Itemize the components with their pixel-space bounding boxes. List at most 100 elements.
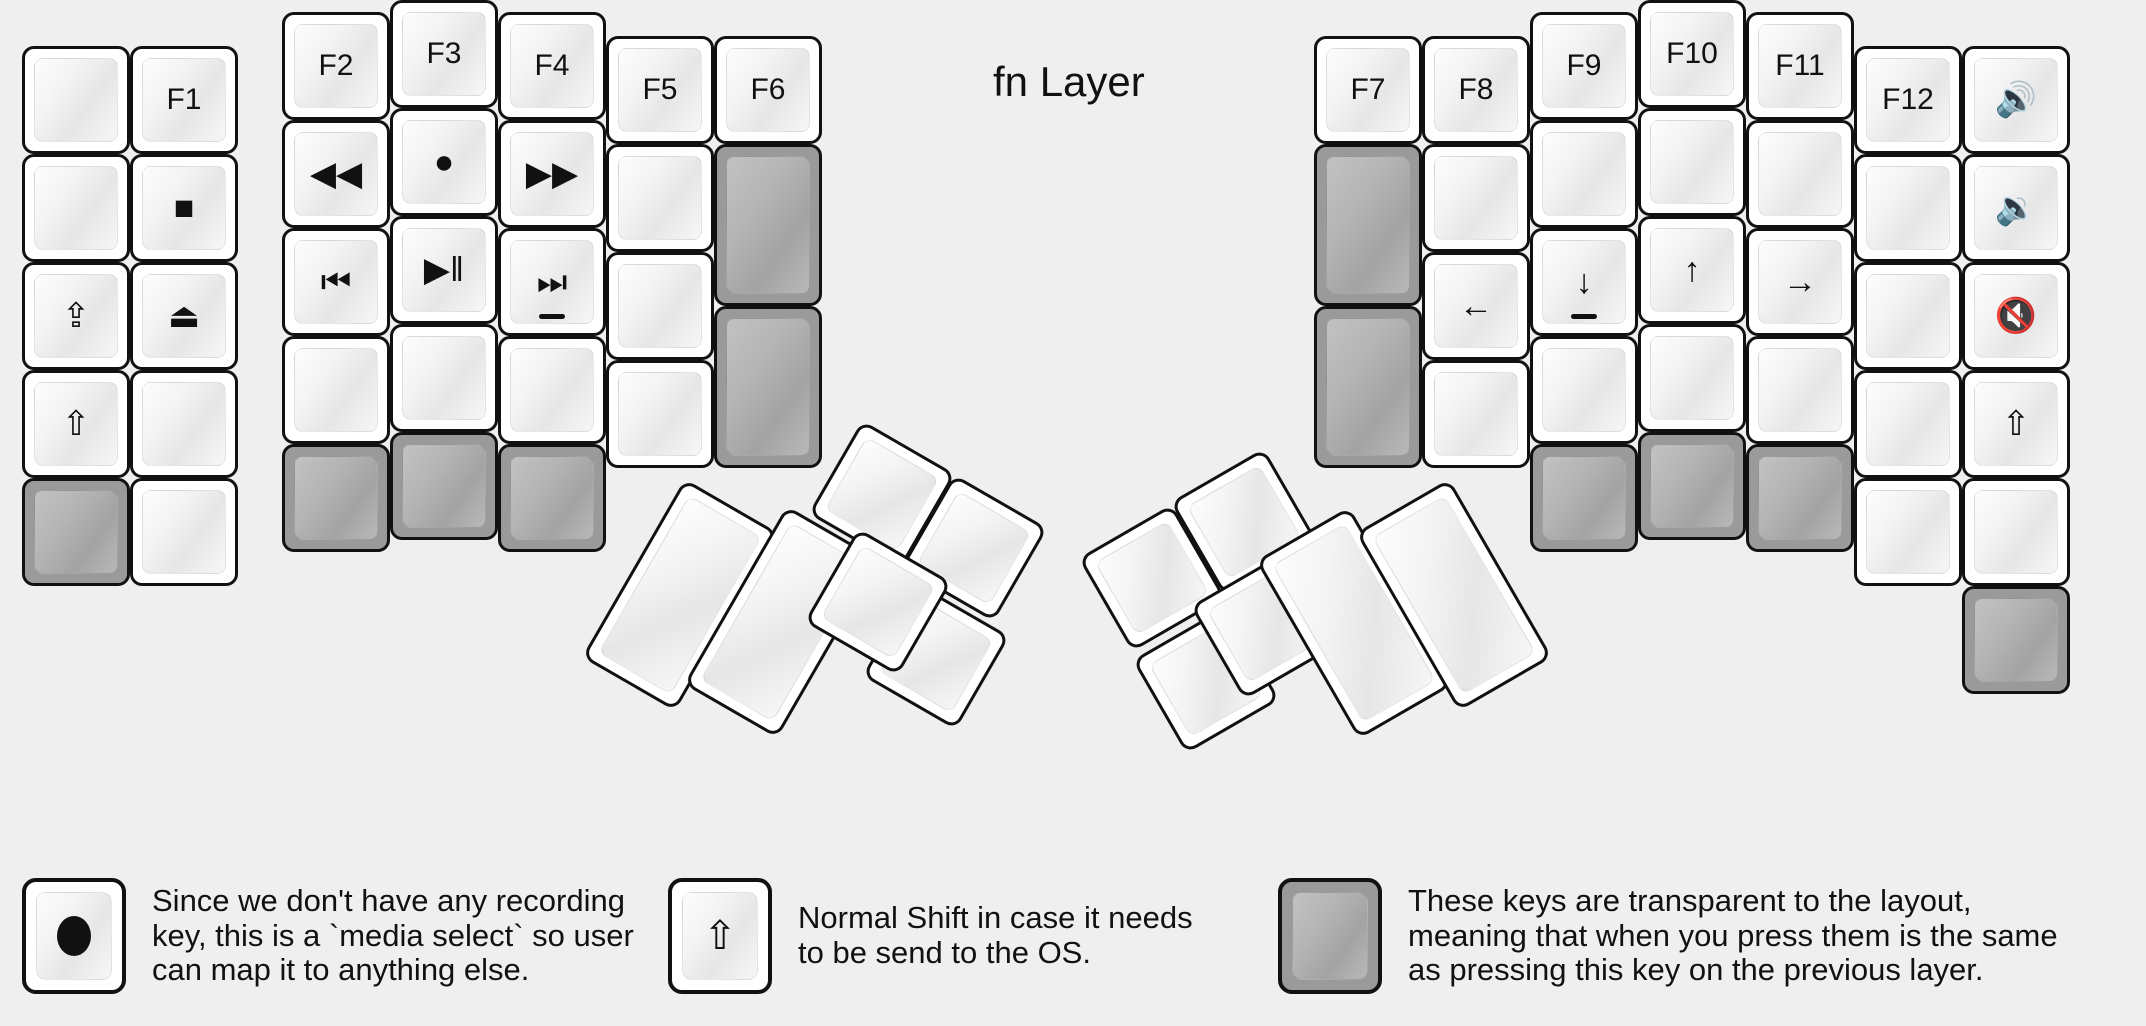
key-col-outer-2[interactable]: ⇪ xyxy=(22,262,130,370)
key-col-outer-1[interactable] xyxy=(22,154,130,262)
key-right-col-f9-4[interactable] xyxy=(1530,444,1638,552)
key-right-col-outer-1[interactable]: 🔉 xyxy=(1962,154,2070,262)
key-right-col-f9-0[interactable]: F9 xyxy=(1530,12,1638,120)
keycap xyxy=(1758,456,1842,540)
key-right-col-f10-3[interactable] xyxy=(1638,324,1746,432)
key-col-outer-3[interactable]: ⇧ xyxy=(22,370,130,478)
key-col-f3-3[interactable] xyxy=(390,324,498,432)
keycap xyxy=(1974,598,2058,682)
key-right-col-f10-2[interactable]: ↑ xyxy=(1638,216,1746,324)
key-right-col-f12-3[interactable] xyxy=(1854,370,1962,478)
keycap: 🔇 xyxy=(1974,274,2058,358)
key-right-col-f7-0[interactable]: F7 xyxy=(1314,36,1422,144)
key-col-f3-0[interactable]: F3 xyxy=(390,0,498,108)
keycap xyxy=(1542,132,1626,216)
keycap: ⏮ xyxy=(294,240,378,324)
key-right-col-f9-2[interactable]: ↓ xyxy=(1530,228,1638,336)
key-label: F1 xyxy=(166,83,202,116)
key-col-outer-4[interactable] xyxy=(22,478,130,586)
key-right-col-f12-0[interactable]: F12 xyxy=(1854,46,1962,154)
key-right-col-f11-4[interactable] xyxy=(1746,444,1854,552)
key-col-f1-2[interactable]: ⏏ xyxy=(130,262,238,370)
key-col-f2-1[interactable]: ◀◀ xyxy=(282,120,390,228)
key-col-f4-3[interactable] xyxy=(498,336,606,444)
key-right-col-f9-3[interactable] xyxy=(1530,336,1638,444)
key-col-f4-1[interactable]: ▶▶ xyxy=(498,120,606,228)
key-right-col-f9-1[interactable] xyxy=(1530,120,1638,228)
key-right-col-outer-5[interactable] xyxy=(1962,586,2070,694)
keycap xyxy=(34,58,118,142)
key-right-col-f12-4[interactable] xyxy=(1854,478,1962,586)
key-right-col-f8-2[interactable]: ← xyxy=(1422,252,1530,360)
keycap: F8 xyxy=(1434,48,1518,132)
keycap: F3 xyxy=(402,12,486,96)
key-col-f1-4[interactable] xyxy=(130,478,238,586)
legend-swatch-record-key xyxy=(22,878,126,994)
key-right-col-f8-3[interactable] xyxy=(1422,360,1530,468)
key-col-f2-3[interactable] xyxy=(282,336,390,444)
key-right-col-f8-1[interactable] xyxy=(1422,144,1530,252)
key-col-outer-0[interactable] xyxy=(22,46,130,154)
key-col-f4-4[interactable] xyxy=(498,444,606,552)
legend-keycap xyxy=(1292,892,1368,980)
key-right-col-f11-0[interactable]: F11 xyxy=(1746,12,1854,120)
key-right-col-f7-2[interactable] xyxy=(1314,306,1422,468)
key-col-f5-2[interactable] xyxy=(606,252,714,360)
key-col-f5-3[interactable] xyxy=(606,360,714,468)
keycap: ▶‖ xyxy=(402,228,486,312)
keycap: 🔊 xyxy=(1974,58,2058,142)
key-right-col-outer-3[interactable]: ⇧ xyxy=(1962,370,2070,478)
key-col-f2-2[interactable]: ⏮ xyxy=(282,228,390,336)
keycap xyxy=(1326,318,1410,456)
record-icon xyxy=(57,916,91,956)
keycap xyxy=(142,490,226,574)
key-col-f5-1[interactable] xyxy=(606,144,714,252)
key-right-col-outer-4[interactable] xyxy=(1962,478,2070,586)
key-col-f3-2[interactable]: ▶‖ xyxy=(390,216,498,324)
key-col-f3-4[interactable] xyxy=(390,432,498,540)
keycap xyxy=(1758,132,1842,216)
keycap xyxy=(1866,490,1950,574)
key-col-f4-2[interactable]: ⏭ xyxy=(498,228,606,336)
keycap xyxy=(726,318,810,456)
key-right-col-f8-0[interactable]: F8 xyxy=(1422,36,1530,144)
key-col-f2-0[interactable]: F2 xyxy=(282,12,390,120)
key-col-f6-1[interactable] xyxy=(714,144,822,306)
key-label: F8 xyxy=(1458,73,1494,106)
keycap: ⏭ xyxy=(510,240,594,324)
keycap xyxy=(402,336,486,420)
key-label: F4 xyxy=(534,49,570,82)
key-right-col-f11-3[interactable] xyxy=(1746,336,1854,444)
shift-icon: ⇧ xyxy=(61,405,91,443)
page-title: fn Layer xyxy=(993,58,1145,105)
record-icon: ● xyxy=(433,143,455,181)
key-right-col-outer-2[interactable]: 🔇 xyxy=(1962,262,2070,370)
key-col-f6-2[interactable] xyxy=(714,306,822,468)
next-track-icon: ⏭ xyxy=(536,263,568,301)
keycap: F9 xyxy=(1542,24,1626,108)
legend-item-shift: ⇧Normal Shift in case it needs to be sen… xyxy=(668,878,1193,994)
keycap: F5 xyxy=(618,48,702,132)
keycap xyxy=(142,382,226,466)
key-col-f1-1[interactable]: ■ xyxy=(130,154,238,262)
key-col-f2-4[interactable] xyxy=(282,444,390,552)
key-right-col-f11-2[interactable]: → xyxy=(1746,228,1854,336)
key-right-col-f10-1[interactable] xyxy=(1638,108,1746,216)
legend-text: Normal Shift in case it needs to be send… xyxy=(798,900,1193,970)
key-col-f6-0[interactable]: F6 xyxy=(714,36,822,144)
key-right-col-f10-0[interactable]: F10 xyxy=(1638,0,1746,108)
key-col-f1-3[interactable] xyxy=(130,370,238,478)
key-col-f1-0[interactable]: F1 xyxy=(130,46,238,154)
key-right-col-outer-0[interactable]: 🔊 xyxy=(1962,46,2070,154)
key-right-col-f10-4[interactable] xyxy=(1638,432,1746,540)
key-right-col-f11-1[interactable] xyxy=(1746,120,1854,228)
key-right-col-f12-2[interactable] xyxy=(1854,262,1962,370)
key-right-col-f12-1[interactable] xyxy=(1854,154,1962,262)
key-col-f5-0[interactable]: F5 xyxy=(606,36,714,144)
arrow-left-icon: ← xyxy=(1459,287,1493,325)
key-right-col-f7-1[interactable] xyxy=(1314,144,1422,306)
key-col-f3-1[interactable]: ● xyxy=(390,108,498,216)
key-col-f4-0[interactable]: F4 xyxy=(498,12,606,120)
keycap: F10 xyxy=(1650,12,1734,96)
